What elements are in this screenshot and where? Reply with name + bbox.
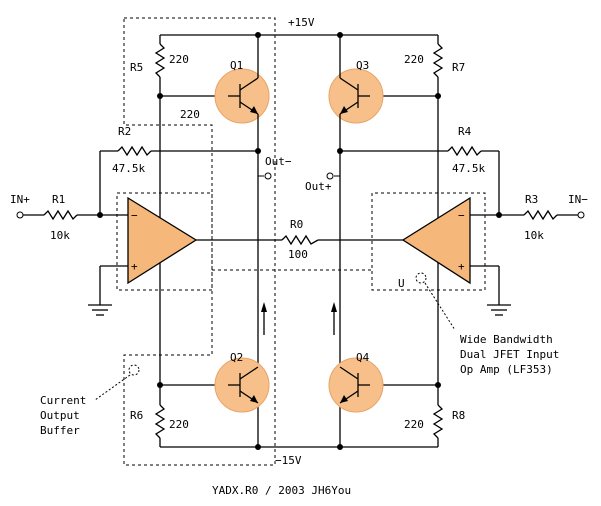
r3-ref: R3 — [525, 193, 538, 206]
r7-value: 220 — [404, 53, 424, 66]
in-plus-label: IN+ — [10, 193, 30, 206]
resistor-r2 — [117, 145, 152, 157]
transistor-q2 — [214, 357, 270, 413]
positive-rail — [160, 32, 438, 38]
buffer-pointer-line — [94, 374, 131, 401]
r5-ref: R5 — [130, 61, 143, 74]
in-plus-terminal — [16, 211, 24, 219]
r4-ref: R4 — [458, 125, 472, 138]
resistor-r4 — [447, 145, 482, 157]
buffer-label-line3: Buffer — [40, 424, 80, 437]
right-opamp-plus: + — [458, 260, 465, 273]
footer-caption: YADX.R0 / 2003 JH6You — [212, 484, 351, 497]
opamp-pointer-circle — [415, 272, 427, 284]
left-opamp-plus: + — [131, 260, 138, 273]
in-minus-terminal — [577, 211, 585, 219]
opamp-right — [318, 196, 471, 285]
r7-ref: R7 — [452, 61, 465, 74]
r1-value: 10k — [50, 229, 70, 242]
negative-rail-label: −15V — [275, 454, 302, 467]
opamp-unit-label: U — [398, 277, 405, 290]
opamp-label-line3: Op Amp (LF353) — [460, 363, 553, 376]
r5-value: 220 — [169, 53, 189, 66]
r0-ref: R0 — [290, 218, 303, 231]
resistor-r5 — [154, 43, 166, 78]
resistor-r8 — [432, 404, 444, 439]
resistor-r1 — [43, 209, 78, 221]
buffer-pointer-circle — [128, 364, 140, 376]
r2-ref: R2 — [118, 125, 131, 138]
opamp-label-line1: Wide Bandwidth — [460, 333, 553, 346]
r8-value: 220 — [404, 418, 424, 431]
left-feedback — [99, 145, 272, 215]
positive-rail-label: +15V — [288, 16, 315, 29]
r0-value: 100 — [288, 248, 308, 261]
extra-220-label: 220 — [180, 108, 200, 121]
negative-rail — [160, 444, 438, 450]
current-arrow-right — [331, 302, 337, 335]
r8-ref: R8 — [452, 409, 465, 422]
q3-label: Q3 — [356, 59, 369, 72]
transistor-q4 — [328, 357, 384, 413]
r2-value: 47.5k — [112, 162, 145, 175]
left-opamp-minus: − — [131, 209, 138, 222]
resistor-r6 — [154, 404, 166, 439]
r1-ref: R1 — [52, 193, 65, 206]
in-minus-label: IN− — [568, 193, 588, 206]
out-minus-label: Out− — [265, 155, 292, 168]
right-feedback — [326, 145, 500, 215]
resistor-r3 — [523, 209, 558, 221]
out-plus-terminal — [326, 172, 334, 180]
opamp-label-line2: Dual JFET Input — [460, 348, 559, 361]
buffer-label-line2: Output — [40, 409, 80, 422]
r6-value: 220 — [169, 418, 189, 431]
opamp-left — [127, 196, 282, 285]
right-input — [470, 209, 585, 316]
right-opamp-minus: − — [458, 209, 465, 222]
left-input — [16, 209, 128, 316]
resistor-r0 — [281, 234, 319, 246]
opamp-pointer-line — [424, 282, 456, 331]
q1-label: Q1 — [230, 59, 243, 72]
r6-ref: R6 — [130, 409, 143, 422]
current-arrow-left — [261, 302, 267, 335]
buffer-label-line1: Current — [40, 394, 86, 407]
out-plus-label: Out+ — [305, 180, 332, 193]
transistor-q3 — [328, 35, 384, 447]
current-output-buffer-boundary — [123, 17, 276, 466]
q4-label: Q4 — [356, 351, 370, 364]
q2-label: Q2 — [230, 351, 243, 364]
dual-opamp-boundary — [116, 192, 486, 291]
r3-value: 10k — [524, 229, 544, 242]
resistor-r7 — [432, 43, 444, 78]
r4-value: 47.5k — [452, 162, 485, 175]
out-minus-terminal — [264, 172, 272, 180]
